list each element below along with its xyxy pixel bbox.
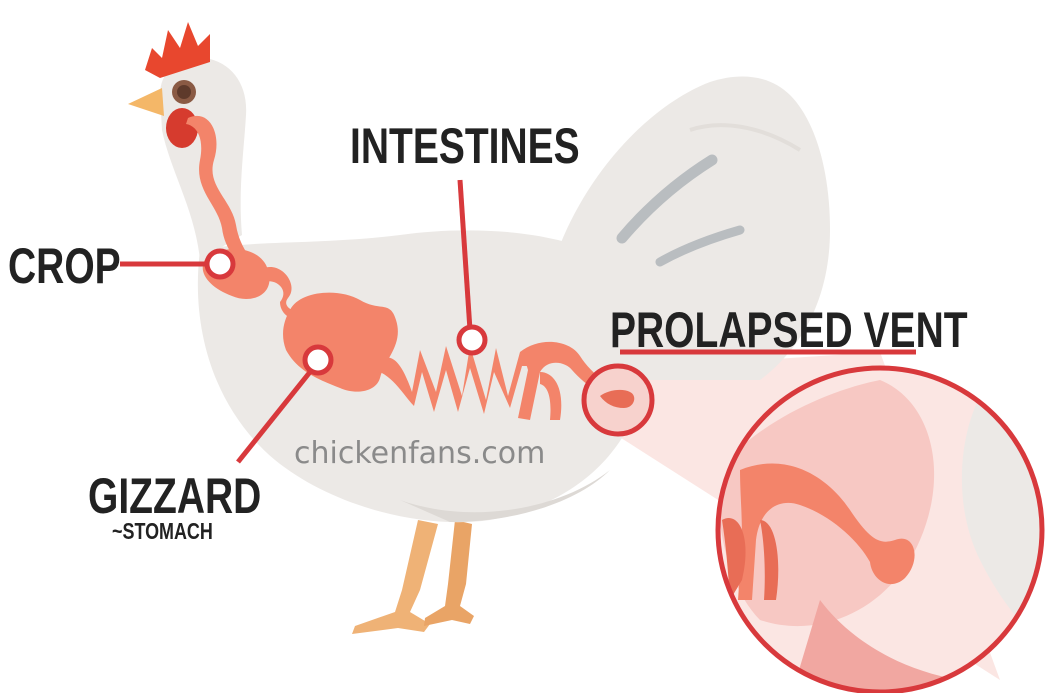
gizzard-marker [305, 347, 331, 373]
label-prolapsed-vent: PROLAPSED VENT [610, 302, 968, 358]
crop-marker [207, 251, 233, 277]
wattle-icon [166, 108, 198, 148]
label-crop: CROP [8, 238, 121, 294]
intestines-marker [459, 327, 485, 353]
label-intestines: INTESTINES [350, 118, 580, 174]
label-stomach: ~STOMACH [112, 518, 213, 544]
watermark: chickenfans.com [294, 436, 545, 472]
label-gizzard: GIZZARD [88, 468, 261, 524]
chicken-legs [352, 520, 474, 634]
magnified-vent [718, 368, 1049, 693]
vent-circle [584, 366, 652, 434]
beak-icon [128, 88, 164, 116]
